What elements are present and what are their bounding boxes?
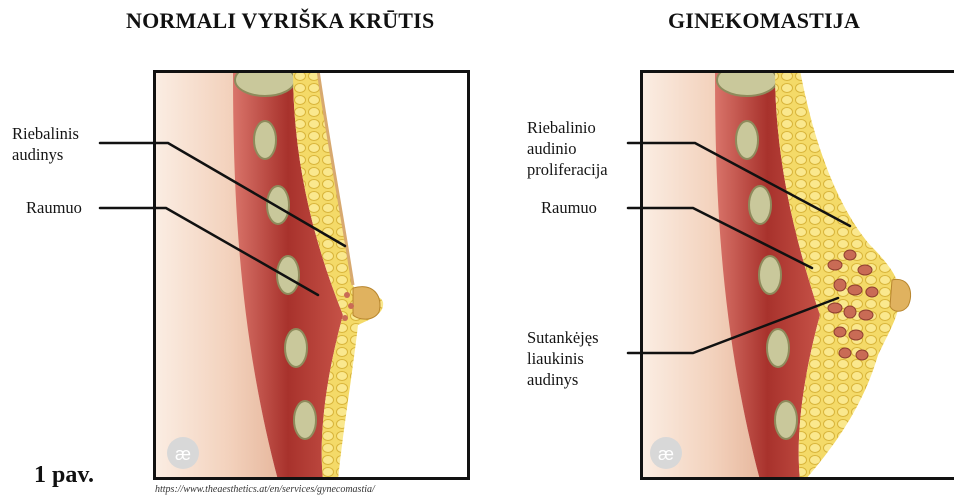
left-watermark-icon: æ	[175, 444, 191, 464]
left-panel-title: NORMALI VYRIŠKA KRŪTIS	[126, 8, 434, 34]
right-panel-title: GINEKOMASTIJA	[668, 8, 860, 34]
left-fat-label: Riebalinis audinys	[12, 123, 79, 165]
normal-chest-illustration: æ	[153, 70, 470, 480]
gynecomastia-illustration: æ	[640, 70, 954, 480]
source-link[interactable]: https://www.theaesthetics.at/en/services…	[155, 484, 375, 495]
right-muscle-label: Raumuo	[541, 197, 597, 218]
right-gland-label: Sutankėjęs liaukinis audinys	[527, 327, 599, 390]
left-muscle-label: Raumuo	[26, 197, 82, 218]
right-watermark-icon: æ	[658, 444, 674, 464]
right-fat-label: Riebalinio audinio proliferacija	[527, 117, 608, 180]
figure-label: 1 pav.	[34, 462, 94, 489]
